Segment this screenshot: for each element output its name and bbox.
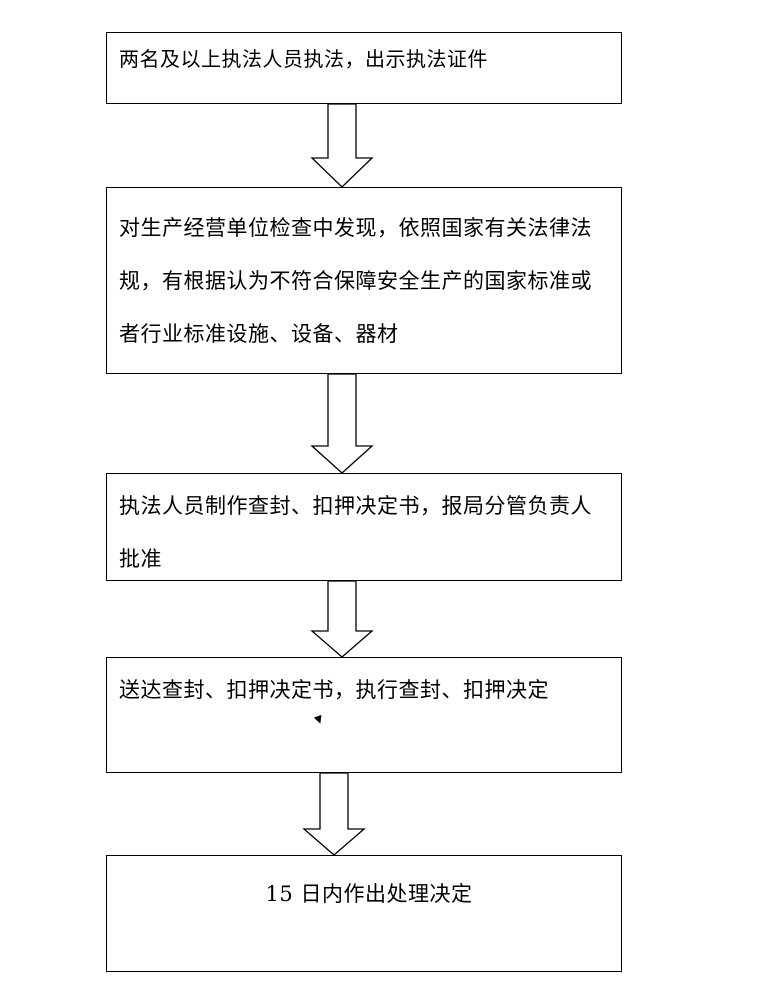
down-arrow-icon: [310, 374, 374, 474]
down-arrow-icon: [310, 104, 374, 188]
down-arrow-icon: [310, 581, 374, 658]
step-box-1: 两名及以上执法人员执法，出示执法证件: [106, 32, 622, 104]
step-text-5: 15 日内作出处理决定: [265, 882, 473, 906]
down-arrow-icon: [302, 773, 366, 856]
step-text-3: 执法人员制作查封、扣押决定书，报局分管负责人批准: [119, 494, 592, 571]
step-box-3: 执法人员制作查封、扣押决定书，报局分管负责人批准: [106, 473, 622, 581]
step-box-2: 对生产经营单位检查中发现，依照国家有关法律法规，有根据认为不符合保障安全生产的国…: [106, 187, 622, 374]
step-text-4: 送达查封、扣押决定书，执行查封、扣押决定: [119, 678, 549, 702]
step-box-4: 送达查封、扣押决定书，执行查封、扣押决定: [106, 657, 622, 773]
step-text-1: 两名及以上执法人员执法，出示执法证件: [119, 47, 488, 71]
step-box-5: 15 日内作出处理决定: [106, 855, 622, 972]
step-text-2: 对生产经营单位检查中发现，依照国家有关法律法规，有根据认为不符合保障安全生产的国…: [119, 216, 592, 346]
